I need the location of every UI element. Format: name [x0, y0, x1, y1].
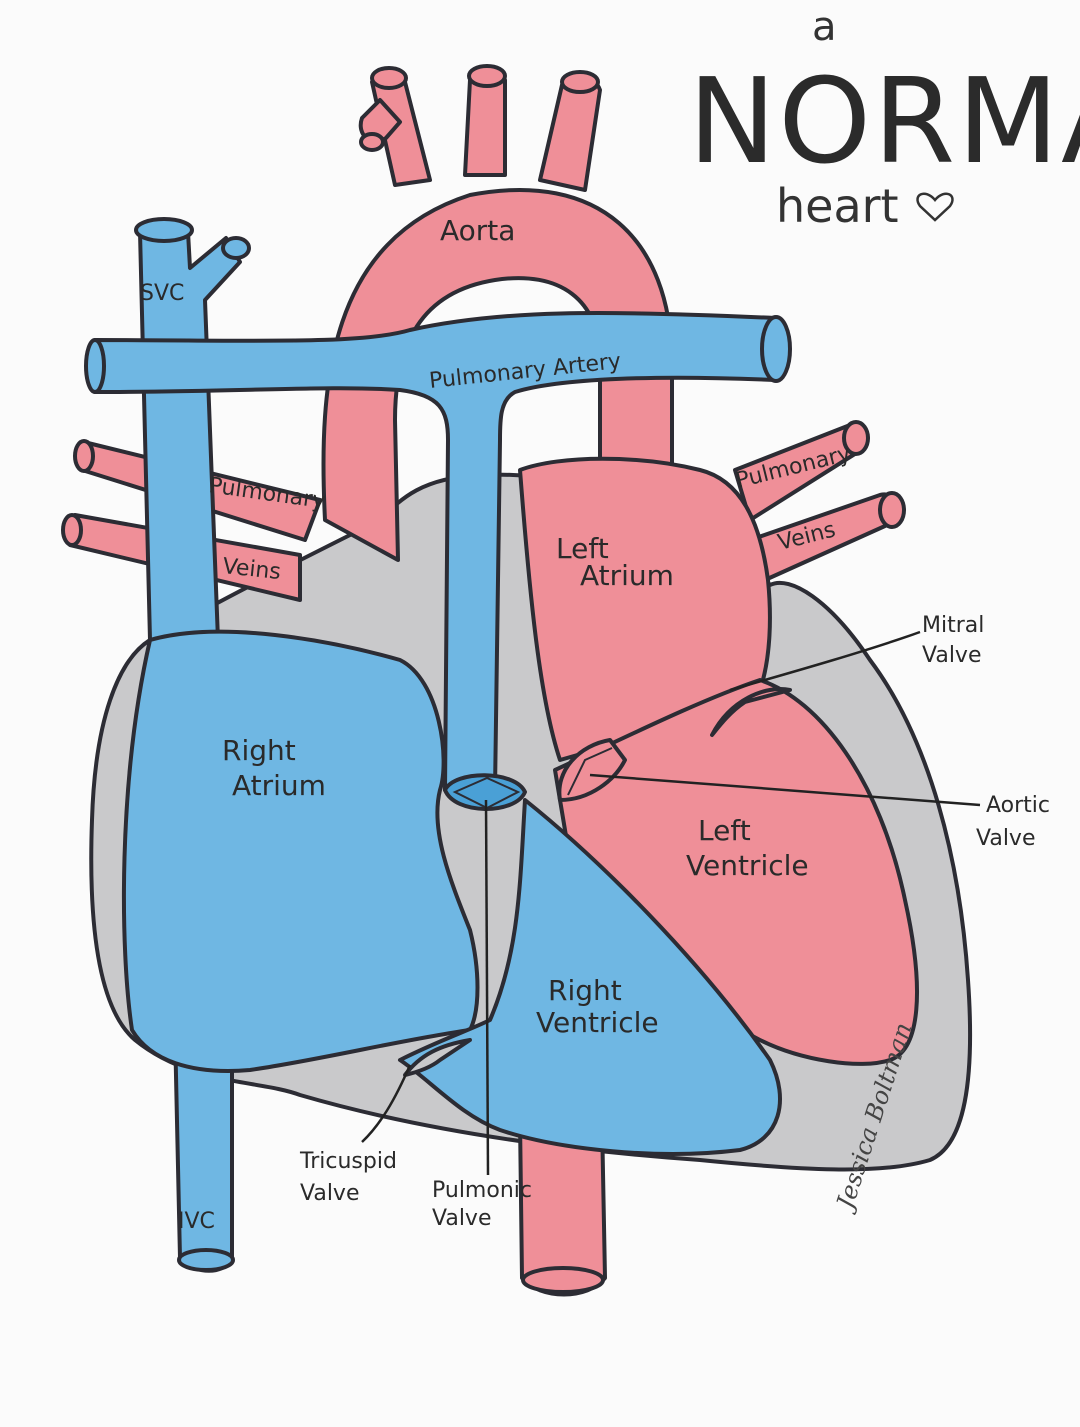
- aortic-leader: [589, 773, 981, 807]
- aorta: [321, 64, 674, 1297]
- pulmonic-leader: [484, 799, 490, 1176]
- label-right-ventricle-1: Right: [548, 974, 622, 1007]
- label-mitral-valve-2: Valve: [922, 643, 982, 668]
- heart-outline-icon: [916, 192, 954, 222]
- title-suffix: heart: [776, 179, 899, 233]
- label-ivc: IVC: [178, 1209, 215, 1234]
- label-left-ventricle-2: Ventricle: [686, 849, 809, 882]
- label-right-atrium-2: Atrium: [232, 769, 326, 802]
- leader-lines: [361, 630, 981, 1176]
- label-left-atrium-2: Atrium: [580, 559, 674, 592]
- label-aortic-valve-2: Valve: [976, 826, 1036, 851]
- label-tricuspid-valve-1: Tricuspid: [299, 1149, 397, 1174]
- label-right-pulmonary-veins-2: Veins: [221, 554, 282, 585]
- labels: Aorta SVC Pulmonary Artery Pulmonary Vei…: [140, 214, 1050, 1234]
- label-svc: SVC: [140, 281, 184, 306]
- label-aorta: Aorta: [440, 214, 515, 247]
- label-left-ventricle-1: Left: [698, 814, 751, 847]
- pulmonary-artery-group: [84, 311, 792, 811]
- title-prefix: a: [812, 4, 837, 50]
- title-main: NORMAL: [688, 52, 1080, 190]
- vena-cava-group: [134, 217, 251, 1273]
- left-atrium-group: [518, 420, 906, 762]
- pulmonary-artery: [93, 311, 777, 792]
- label-aortic-valve-1: Aortic: [986, 793, 1050, 818]
- label-pulmonic-valve-1: Pulmonic: [432, 1178, 532, 1203]
- pulmonic-valve-shape: [443, 773, 527, 811]
- mitral-valve-shape: [710, 687, 792, 737]
- mitral-leader: [729, 630, 921, 692]
- label-right-ventricle-2: Ventricle: [536, 1006, 659, 1039]
- label-right-atrium-1: Right: [222, 734, 296, 767]
- label-pulmonic-valve-2: Valve: [432, 1206, 492, 1231]
- aorta-branch-3: [538, 74, 602, 192]
- tricuspid-valve-shape: [403, 1038, 472, 1077]
- label-tricuspid-valve-2: Valve: [300, 1181, 360, 1206]
- right-ventricle: [398, 798, 782, 1156]
- title: a NORMAL heart: [688, 4, 1080, 233]
- label-left-atrium-1: Left: [556, 532, 609, 565]
- right-atrium: [121, 629, 480, 1073]
- label-mitral-valve-1: Mitral: [922, 613, 984, 638]
- tricuspid-leader: [361, 1064, 412, 1143]
- aortic-valve-shape: [557, 738, 627, 802]
- left-atrium: [518, 456, 772, 762]
